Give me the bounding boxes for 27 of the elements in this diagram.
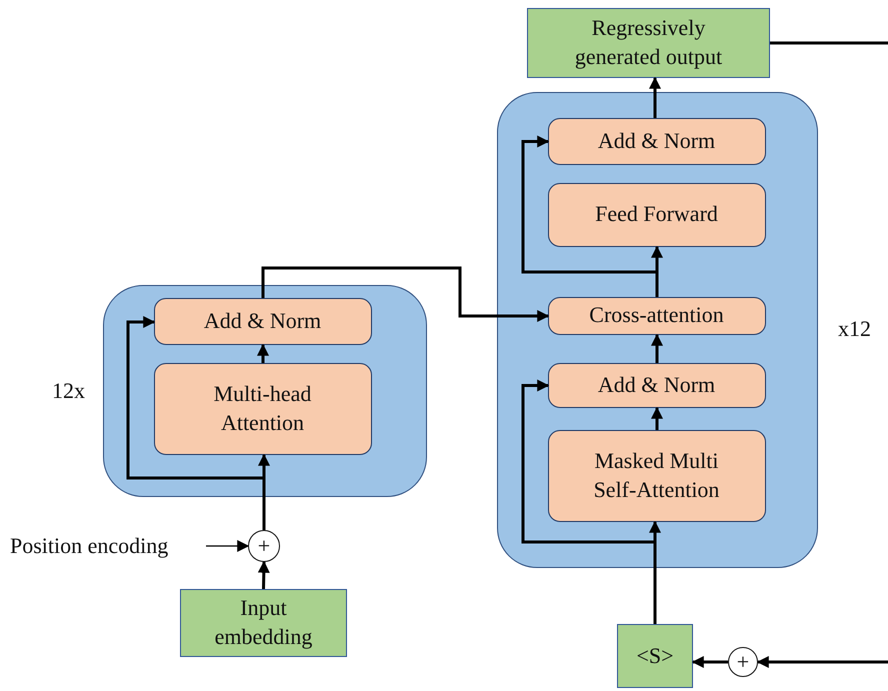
stack-container (103, 285, 427, 497)
sum-circle: + (248, 530, 280, 562)
arrow (649, 76, 661, 118)
io-box: <S> (617, 624, 693, 688)
repeat-count: 12x (52, 378, 85, 404)
io-box: Regressively generated output (527, 8, 770, 78)
layer-box: Add & Norm (154, 298, 372, 344)
input-label: Position encoding (10, 531, 204, 561)
layer-box: Cross-attention (548, 296, 766, 334)
layer-box: Masked Multi Self-Attention (548, 430, 766, 522)
arrow (651, 334, 663, 363)
sum-circle: + (728, 647, 758, 677)
arrow (257, 344, 269, 363)
stack-container (497, 92, 818, 568)
arrow (692, 656, 728, 668)
arrow (756, 656, 888, 668)
layer-box: Multi-head Attention (154, 362, 372, 454)
io-box: Input embedding (180, 589, 347, 657)
layer-box: Feed Forward (548, 182, 766, 246)
arrow (262, 266, 550, 322)
arrow (206, 540, 250, 552)
arrow (258, 560, 270, 590)
layer-box: Add & Norm (548, 362, 766, 408)
arrow (651, 406, 663, 430)
arrow (522, 136, 658, 297)
layer-box: Add & Norm (548, 118, 766, 164)
repeat-count: x12 (838, 316, 871, 342)
